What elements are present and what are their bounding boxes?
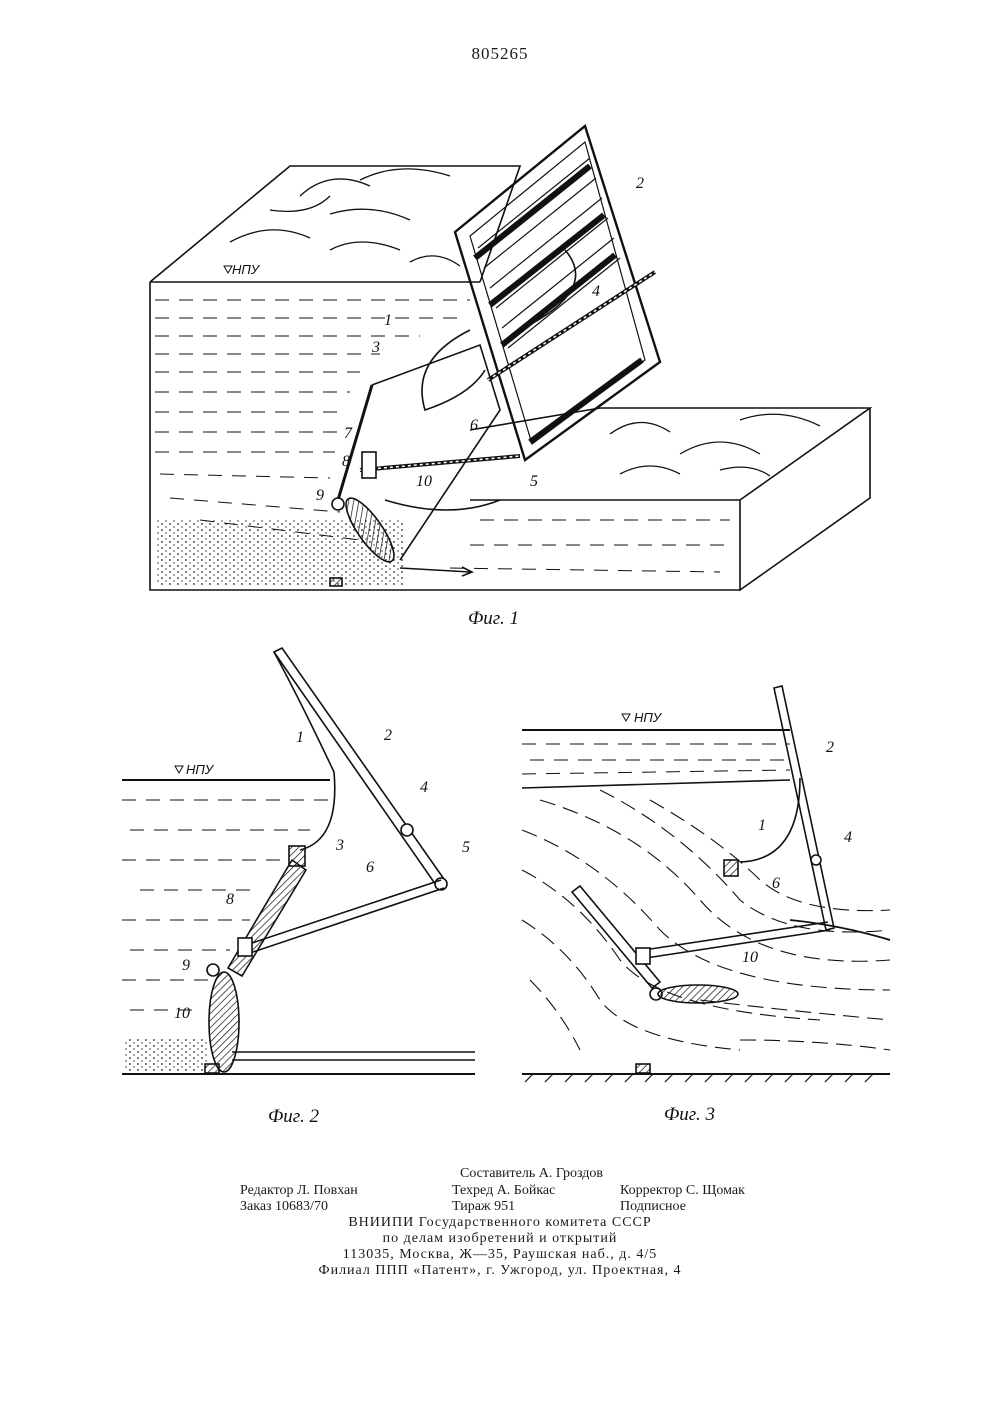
fig2-level-label: НПУ xyxy=(186,762,215,777)
fig3-caption: Фиг. 3 xyxy=(664,1104,715,1125)
imprint-corrector: Корректор С. Щомак xyxy=(620,1182,745,1199)
imprint-org-line2: по делам изобретений и открытий xyxy=(0,1230,1000,1247)
fig2-label-2: 2 xyxy=(384,727,392,744)
fig1-label-6: 6 xyxy=(470,417,478,434)
fig2-label-5: 5 xyxy=(462,839,470,856)
fig1-label-2: 2 xyxy=(636,175,644,192)
fig2-label-4: 4 xyxy=(420,779,428,796)
imprint-branch: Филиал ППП «Патент», г. Ужгород, ул. Про… xyxy=(0,1262,1000,1279)
fig2-label-6: 6 xyxy=(366,859,374,876)
imprint-editor: Редактор Л. Повхан xyxy=(240,1182,358,1199)
fig3-label-10: 10 xyxy=(742,949,758,966)
fig2-caption: Фиг. 2 xyxy=(268,1106,319,1127)
imprint-address: 113035, Москва, Ж—35, Раушская наб., д. … xyxy=(0,1246,1000,1263)
fig2-label-1: 1 xyxy=(296,729,304,746)
figure-3 xyxy=(522,686,890,1082)
fig1-label-10: 10 xyxy=(416,473,432,490)
fig2-label-9: 9 xyxy=(182,957,190,974)
fig1-level-label: НПУ xyxy=(232,262,261,277)
fig1-label-5: 5 xyxy=(530,473,538,490)
fig1-label-1: 1 xyxy=(384,312,392,329)
fig2-label-3: 3 xyxy=(335,837,344,854)
fig1-label-3: 3 xyxy=(371,339,380,356)
fig2-label-8: 8 xyxy=(226,891,234,908)
imprint-org-line1: ВНИИПИ Государственного комитета СССР xyxy=(0,1214,1000,1231)
fig3-label-6: 6 xyxy=(772,875,780,892)
fig1-label-8: 8 xyxy=(342,453,350,470)
fig3-level-label: НПУ xyxy=(634,710,663,725)
fig3-label-2: 2 xyxy=(826,739,834,756)
imprint-order: Заказ 10683/70 xyxy=(240,1198,328,1215)
imprint-techred: Техред А. Бойкас xyxy=(452,1182,555,1199)
imprint-circulation: Тираж 951 xyxy=(452,1198,515,1215)
fig1-label-9: 9 xyxy=(316,487,324,504)
fig1-caption: Фиг. 1 xyxy=(468,608,519,629)
fig1-label-7: 7 xyxy=(344,425,353,442)
figure-1 xyxy=(150,126,870,590)
fig3-label-1: 1 xyxy=(758,817,766,834)
imprint-subscription: Подписное xyxy=(620,1198,686,1215)
figure-3-labels: НПУ 1 2 4 6 10 Фиг. 3 xyxy=(622,710,852,1125)
imprint-compiler: Составитель А. Гроздов xyxy=(460,1165,603,1182)
fig3-label-4: 4 xyxy=(844,829,852,846)
fig1-label-4: 4 xyxy=(592,283,600,300)
fig2-label-10: 10 xyxy=(174,1005,190,1022)
